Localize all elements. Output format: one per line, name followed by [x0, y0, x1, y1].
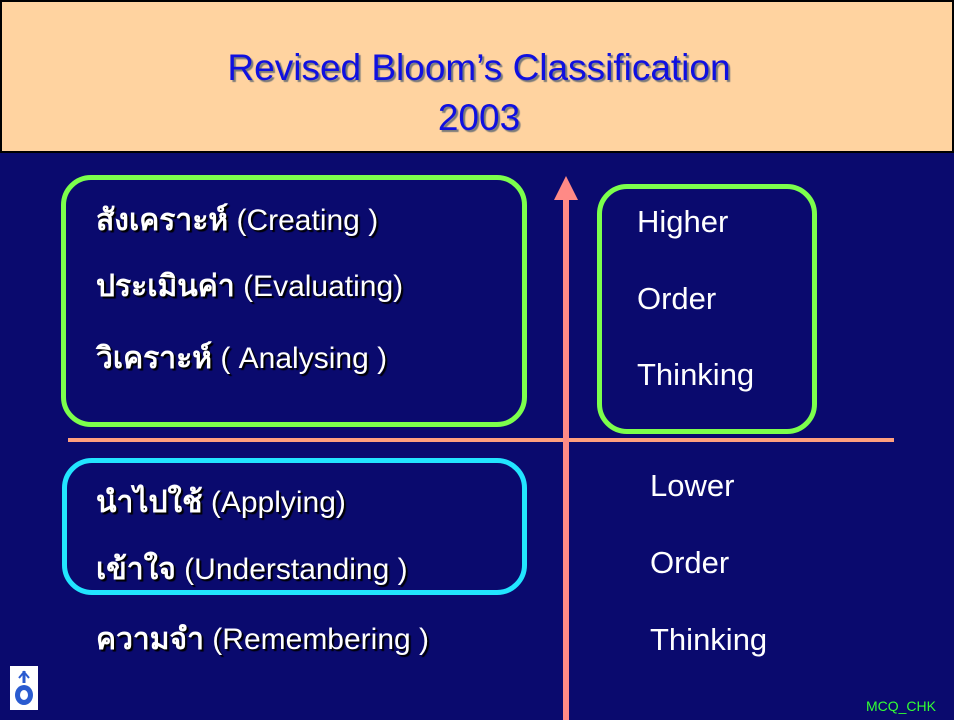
higher-levels-box — [61, 175, 527, 427]
arrow-shaft — [563, 198, 569, 720]
lower-order-label: Lower — [650, 468, 735, 503]
level-applying: นำไปใช้ (Applying) — [96, 479, 346, 526]
lower-order-label: Thinking — [650, 622, 768, 657]
divider-line — [68, 438, 894, 442]
higher-order-box — [597, 184, 817, 434]
level-english-label: (Understanding ) — [175, 553, 408, 586]
level-english-label: (Creating ) — [228, 204, 379, 237]
level-understanding: เข้าใจ (Understanding ) — [96, 546, 408, 593]
level-thai-label: วิเคราะห์ — [96, 341, 213, 376]
higher-order-label: Higher — [637, 204, 729, 239]
level-analysing: วิเคราะห์ ( Analysing ) — [96, 335, 387, 382]
level-english-label: (Remembering ) — [203, 623, 430, 656]
level-english-label: ( Analysing ) — [212, 342, 388, 375]
logo-icon — [10, 666, 38, 710]
level-thai-label: เข้าใจ — [96, 552, 176, 587]
lower-levels-box — [62, 458, 527, 595]
higher-order-label: Order — [637, 281, 717, 316]
level-thai-label: ความจำ — [96, 622, 204, 657]
level-english-label: (Evaluating) — [234, 270, 404, 303]
level-thai-label: นำไปใช้ — [96, 485, 203, 520]
arrow-up-icon — [554, 176, 578, 200]
title-banner: Revised Bloom’s Classification 2003 — [0, 0, 954, 153]
level-english-label: (Applying) — [202, 486, 346, 519]
slide-title: Revised Bloom’s Classification — [227, 47, 731, 88]
level-thai-label: สังเคราะห์ — [96, 203, 229, 238]
slide-title-year: 2003 — [437, 97, 521, 138]
level-creating: สังเคราะห์ (Creating ) — [96, 197, 378, 244]
level-thai-label: ประเมินค่า — [96, 269, 235, 304]
higher-order-label: Thinking — [637, 357, 755, 392]
level-evaluating: ประเมินค่า (Evaluating) — [96, 263, 403, 310]
lower-order-label: Order — [650, 545, 730, 580]
footer-credit: MCQ_CHK — [865, 698, 936, 714]
level-remembering: ความจำ (Remembering ) — [96, 616, 429, 663]
